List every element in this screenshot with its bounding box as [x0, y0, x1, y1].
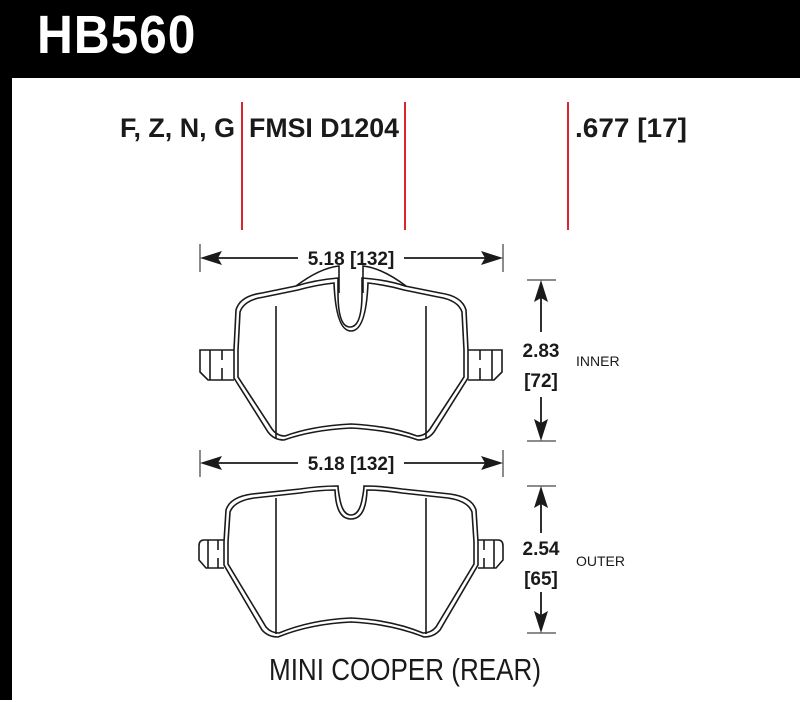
outer-height-inches: 2.54 — [523, 539, 560, 560]
inner-pad-outline — [199, 265, 503, 441]
inner-height-mm: [72] — [524, 371, 558, 392]
red-divider-lines — [241, 102, 569, 230]
inner-width-label: 5.18 [132] — [308, 249, 395, 270]
outer-height-dimension — [527, 485, 556, 634]
fmsi-number: FMSI D1204 — [249, 113, 399, 143]
outer-side-label: OUTER — [576, 553, 625, 569]
compound-codes: F, Z, N, G — [120, 113, 235, 143]
header-bar — [0, 0, 800, 78]
outer-width-label: 5.18 [132] — [308, 454, 395, 475]
outer-width-dimension — [199, 450, 504, 477]
inner-width-dimension — [199, 244, 504, 272]
outer-height-mm: [65] — [524, 569, 558, 590]
inner-height-inches: 2.83 — [523, 341, 560, 362]
pad-thickness: .677 [17] — [575, 113, 687, 143]
outer-pad-outline — [198, 485, 504, 638]
inner-side-label: INNER — [576, 353, 620, 369]
part-number-title: HB560 — [37, 5, 197, 65]
inner-height-dimension — [527, 279, 556, 442]
left-frame-bar — [0, 0, 12, 700]
vehicle-application: MINI COOPER (REAR) — [269, 652, 541, 687]
